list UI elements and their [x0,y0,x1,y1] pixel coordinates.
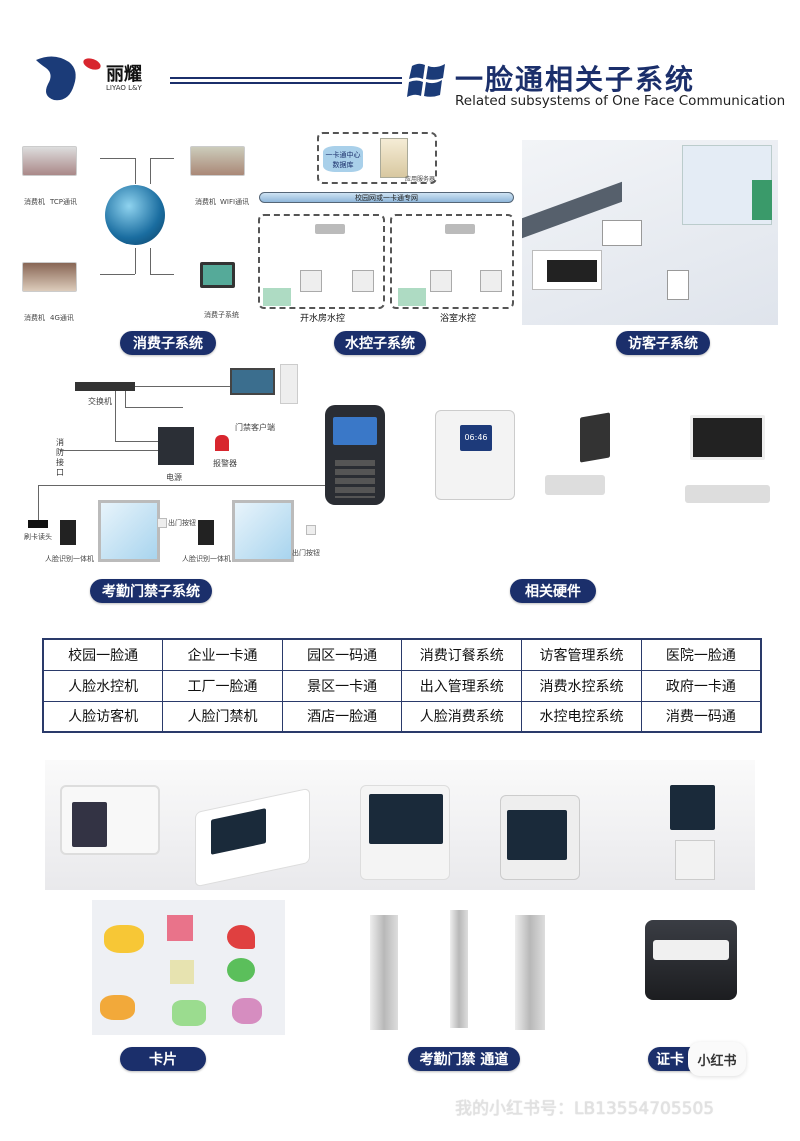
label: 人脸识别一体机 [45,555,94,563]
label: 浴室水控 [440,314,477,324]
cards-photo [92,900,285,1035]
windows-logo-icon [407,63,445,97]
access-diagram: 交换机 门禁客户端 电源 报警器 消防接口 刷卡读头 人脸识别一体机 出门按钮 … [20,360,340,572]
solution-cell: 人脸访客机 [42,700,164,733]
label: 门禁客户端 [235,423,275,432]
solution-cell: 人脸水控机 [42,669,164,702]
card-printer [645,920,737,1000]
consumption-subsystem-label: 消费子系统 [120,331,216,355]
solution-cell: 企业一卡通 [162,638,283,671]
label: 人脸识别一体机 [182,555,231,563]
label: 刷卡读头 [24,533,52,541]
globe-icon [105,185,165,245]
face-pos-terminal [545,412,625,500]
solution-cell: 景区一卡通 [281,669,403,702]
solution-cell: 水控电控系统 [521,700,642,733]
consumption-diagram: 消费机 TCP通讯 消费机 WIFI通讯 消费机 4G通讯 消费子系统 [20,140,250,325]
water-controller: 06:46 [435,410,515,500]
page-title: 一脸通相关子系统 [455,63,696,96]
venue-photo [190,146,245,176]
label: 消费机 [24,314,45,322]
camera-terminal [500,795,580,880]
solution-cell: 工厂一脸通 [162,669,283,702]
logo-cn: 丽耀 [106,64,142,85]
cards-label: 卡片 [120,1047,206,1071]
fire-interface: 消防接口 [56,438,64,477]
solution-cell: 校园一脸通 [42,638,164,671]
venue-photo [22,262,77,292]
solution-cell: 访客管理系统 [521,638,642,671]
alarm-icon [215,435,229,451]
visitor-subsystem-label: 访客子系统 [616,331,710,355]
watermark: 我的小红书号：LB13554705505 [455,1099,715,1119]
solution-cell: 消费水控系统 [521,669,642,702]
access-subsystem-label: 考勤门禁子系统 [90,579,212,603]
pc-icon [230,368,275,395]
switch-icon [75,382,135,391]
xiaohongshu-badge: 小红书 [688,1042,746,1076]
monitor-icon [200,262,235,288]
turnstile-gates [365,910,555,1032]
label: 消费机 [24,198,45,206]
solution-cell: 医院一脸通 [640,638,762,671]
server-icon [380,138,408,178]
product-band [45,760,755,890]
clock-display: 06:46 [460,425,492,451]
solution-cell: 人脸门禁机 [162,700,283,733]
logo-mark-icon [36,56,101,101]
label: 消费子系统 [204,311,239,319]
logo-en: LIYAO L&Y [106,84,142,92]
hardware-label: 相关硬件 [510,579,596,603]
glass-door [232,500,294,562]
solutions-table: 校园一脸通企业一卡通园区一码通消费订餐系统访客管理系统医院一脸通人脸水控机工厂一… [42,638,762,733]
logo: 丽耀 LIYAO L&Y [34,50,164,105]
label: 出门按钮 [292,549,320,557]
solution-cell: 出入管理系统 [401,669,523,702]
label: 交换机 [88,397,112,406]
label: 报警器 [213,459,237,468]
table-row: 人脸访客机人脸门禁机酒店一脸通人脸消费系统水控电控系统消费一码通 [42,700,762,733]
network-bus: 校园网或一卡通专网 [259,192,514,203]
database-icon: 一卡通中心数据库 [323,146,363,172]
pos-terminal [325,405,385,505]
pos-face-terminal [665,785,725,885]
water-diagram: 一卡通中心数据库 应用服务器 校园网或一卡通专网 开水房水控 浴室水控 [255,130,517,325]
controller-box [158,427,194,465]
table-row: 校园一脸通企业一卡通园区一码通消费订餐系统访客管理系统医院一脸通 [42,638,762,671]
header-divider [170,77,402,84]
solution-cell: 酒店一脸通 [281,700,403,733]
dual-screen-terminal [360,785,450,880]
label: 开水房水控 [300,314,346,324]
label: WIFI通讯 [220,198,250,206]
desktop-terminal [195,787,310,888]
page-subtitle: Related subsystems of One Face Communica… [455,93,786,109]
label: 4G通讯 [50,314,74,322]
visitor-illustration [522,140,778,325]
table-row: 人脸水控机工厂一脸通景区一卡通出入管理系统消费水控系统政府一卡通 [42,669,762,702]
solution-cell: 园区一码通 [281,638,403,671]
label: TCP通讯 [50,198,77,206]
solution-cell: 人脸消费系统 [401,700,523,733]
label: 出门按钮 [168,519,196,527]
wall-face-terminal [60,785,160,855]
venue-photo [22,146,77,176]
label: 消费机 [195,198,216,206]
solution-cell: 政府一卡通 [640,669,762,702]
solution-cell: 消费订餐系统 [401,638,523,671]
label: 应用服务器 [405,176,436,183]
glass-door [98,500,160,562]
face-scale-terminal [685,415,770,505]
solution-cell: 消费一码通 [640,700,762,733]
water-subsystem-label: 水控子系统 [334,331,426,355]
label: 电源 [166,473,182,482]
gates-label: 考勤门禁 通道 [408,1047,520,1071]
